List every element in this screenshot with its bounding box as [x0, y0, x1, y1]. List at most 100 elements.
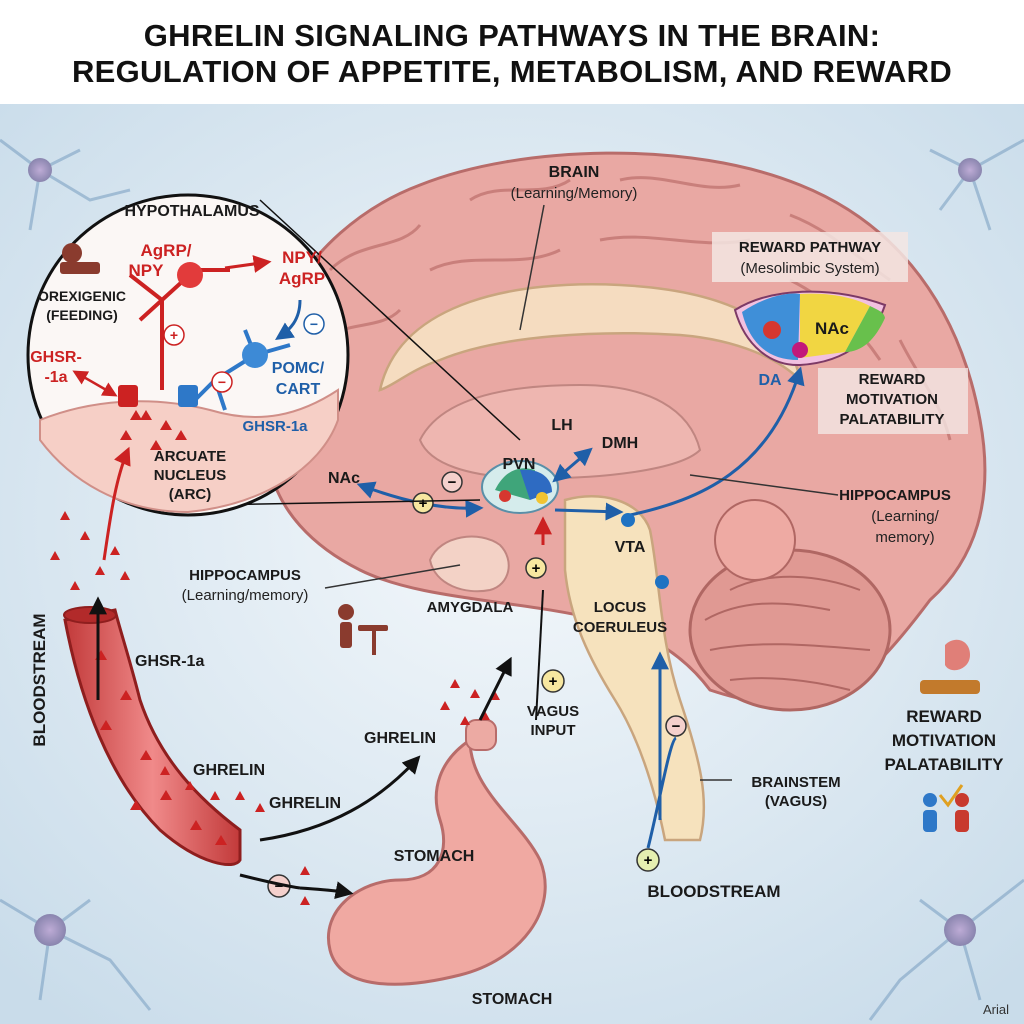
inset-connector-bottom [209, 499, 481, 506]
esophagus [465, 719, 497, 751]
ghsr-binding-arrow [72, 370, 118, 397]
stomach-illustration [327, 719, 547, 986]
stomach-body [327, 737, 547, 986]
diagram-stage: REWARD PATHWAY (Mesolimbic System) NAc R… [0, 104, 1024, 1024]
brain-labels: BRAIN (Learning/Memory) LH DMH PVN NAc V… [182, 164, 951, 636]
reward-nac-label: NAc [815, 319, 849, 338]
ghrelin-label-2: GHRELIN [269, 795, 341, 812]
stomach-to-brain-arrow [478, 656, 512, 721]
inset-minus-marker-top-text: − [310, 316, 318, 332]
pomc-label-2: CART [276, 381, 321, 398]
check-icon [938, 784, 964, 808]
inset-connector-top [259, 199, 521, 441]
cerebellum-tree [714, 499, 796, 581]
npy-to-pomc-arrow [275, 299, 302, 340]
person-icon-red [955, 793, 969, 807]
inset-plus-marker [163, 324, 185, 346]
vessel-ghsr-label: GHSR-1a [135, 653, 204, 670]
nac-green [845, 306, 885, 352]
ghrelin-particles-inset [120, 410, 187, 450]
reward-lines-box [818, 368, 968, 434]
minus-marker-brainstem-text: − [672, 718, 681, 735]
ghrelin-particles-stomach [440, 679, 500, 725]
vagus-line [535, 589, 544, 721]
agrp-npy-label-2: NPY [129, 261, 165, 280]
hippocampus-right-label: HIPPOCAMPUS [839, 487, 951, 504]
inset-plus-marker-text: + [170, 327, 178, 343]
vessel-body [63, 608, 242, 867]
reward-subheading: (Mesolimbic System) [740, 260, 879, 277]
food-plate-icon [920, 680, 980, 694]
vta-label: VTA [615, 539, 646, 556]
agrp-to-npy-arrow [224, 255, 272, 273]
pvn-red-dot [499, 490, 511, 502]
minus-marker-brainstem [665, 715, 687, 737]
neuron-decoration-bottom-left [0, 898, 152, 1011]
brainstem-label-1: BRAINSTEM [751, 774, 840, 791]
agrp-neuron [128, 262, 230, 390]
cerebellum [688, 548, 892, 712]
ghsr-left-label-2: -1a [44, 369, 67, 386]
person-icon-blue [923, 793, 937, 807]
inset-minus-marker-left [211, 371, 233, 393]
inset-minus-marker-left-text: − [218, 374, 226, 390]
vta-to-nac-arrow [629, 366, 805, 517]
ghrelin-label-1: GHRELIN [193, 762, 265, 779]
reward-line-2: MOTIVATION [846, 391, 938, 408]
pomc-label-1: POMC/ [272, 360, 325, 377]
minus-marker-pvn-text: − [448, 474, 457, 491]
neuron-decoration-top-right [929, 138, 1024, 231]
stomach-icon [945, 639, 970, 671]
right-panel-line-2: MOTIVATION [892, 731, 996, 750]
diagram-canvas: REWARD PATHWAY (Mesolimbic System) NAc R… [0, 104, 1024, 1024]
hippocampus-right-sub-1: (Learning/ [871, 508, 939, 525]
amygdala-label: AMYGDALA [427, 599, 514, 616]
arcuate-label-1: ARCUATE [154, 448, 226, 465]
vessel-out-line [239, 873, 301, 890]
hippocampus-left-label: HIPPOCAMPUS [189, 567, 301, 584]
minus-marker-vessel-text: − [275, 878, 284, 895]
feeding-person-icon [62, 243, 82, 263]
hippocampus-left-sublabel: (Learning/memory) [182, 587, 309, 604]
bloodstream-to-arc-arrow [102, 446, 131, 561]
ghrelin-label-3: GHRELIN [364, 730, 436, 747]
orexigenic-label-2: (FEEDING) [46, 307, 118, 323]
brain-leader-line [519, 204, 545, 331]
person-body-red [955, 810, 969, 832]
ghrelin-particles-left [50, 511, 130, 590]
title-line-1: GHRELIN SIGNALING PATHWAYS IN THE BRAIN: [143, 18, 881, 53]
ghsr-receptor-blue [178, 385, 198, 407]
lh-label: LH [551, 417, 572, 434]
person-table-icon [338, 604, 388, 655]
plus-marker-vagus-input-text: + [549, 673, 558, 690]
agrp-npy-label-1: AgRP/ [141, 241, 192, 260]
npy-agrp-label-2: AgRP [279, 269, 325, 288]
pomc-soma [242, 342, 268, 368]
title-line-2: REGULATION OF APPETITE, METABOLISM, AND … [71, 54, 953, 89]
reward-line-3: PALATABILITY [840, 411, 945, 428]
hippocampus-left-leader [324, 564, 461, 589]
pvn-label: PVN [503, 456, 536, 473]
plus-marker-nac [412, 492, 434, 514]
feeding-table-icon [60, 262, 100, 274]
right-reward-panel: REWARD MOTIVATION PALATABILITY [885, 639, 1005, 832]
brain-label: BRAIN [549, 164, 600, 181]
plus-marker-vagus-input [541, 669, 565, 693]
bloodstream-label: BLOODSTREAM [647, 882, 780, 901]
plus-marker-bloodstream [636, 848, 660, 872]
stomach-label-1: STOMACH [394, 848, 475, 865]
inset-minus-marker-top [303, 313, 325, 335]
pvn-to-vta-arrow [554, 502, 624, 521]
cerebellum-folds [704, 575, 871, 691]
person-body-blue [923, 810, 937, 832]
ghrelin-to-stomach-arrow [259, 755, 421, 842]
right-panel-line-3: PALATABILITY [885, 755, 1005, 774]
bloodstream-up-line [646, 736, 678, 849]
agrp-soma [177, 262, 203, 288]
stomach-label-2: STOMACH [472, 991, 553, 1008]
nac-label: NAc [328, 470, 360, 487]
pvn-yellow-dot [536, 492, 548, 504]
vagus-label-1: VAGUS [527, 703, 579, 720]
plus-marker-vagus-text: + [532, 560, 541, 577]
